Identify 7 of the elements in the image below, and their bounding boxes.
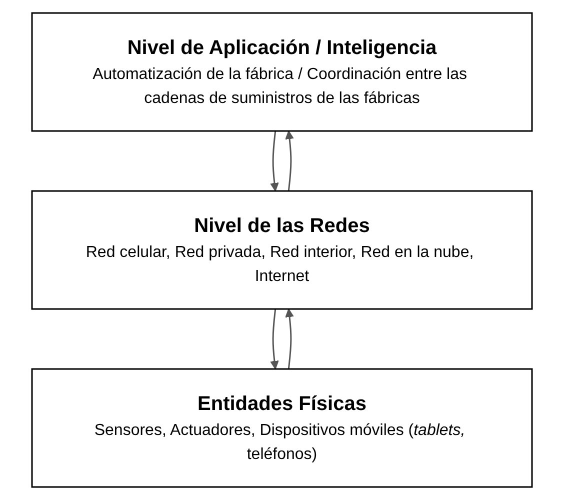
node-box: Entidades Físicas Sensores, Actuadores, Dispositivos móviles (tablets, teléfonos) <box>31 368 533 488</box>
arrow <box>270 308 279 369</box>
arrow <box>285 130 294 191</box>
node-box: Nivel de las Redes Red celular, Red privada, Red interior, Red en la nube, Internet <box>31 190 533 310</box>
node-box: Nivel de Aplicación / Inteligencia Automatización de la fábrica / Coordinación entre las cadenas de suministros de las fábricas <box>31 12 533 132</box>
arrow <box>285 308 294 369</box>
arrow <box>270 130 279 191</box>
